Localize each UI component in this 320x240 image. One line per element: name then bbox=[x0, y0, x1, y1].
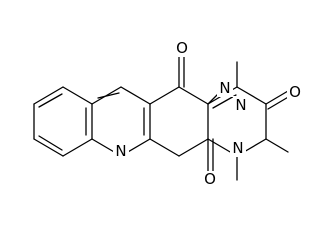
atom-label-n-top: N bbox=[219, 79, 230, 97]
bond-lines bbox=[33, 54, 291, 181]
atom-label-n-pyridine: N bbox=[115, 142, 126, 160]
atom-n-pyridine: N bbox=[113, 142, 129, 160]
atom-label-o-bottom: O bbox=[204, 170, 216, 188]
atom-label-o-right: O bbox=[289, 83, 301, 101]
atom-label-n-bottom: N bbox=[232, 139, 243, 157]
atom-n-bottom: N bbox=[230, 139, 246, 157]
atom-label-o-top: O bbox=[176, 39, 188, 57]
atom-n-top: N bbox=[217, 79, 233, 97]
atom-o-bottom: O bbox=[202, 170, 218, 188]
atom-o-right: O bbox=[287, 83, 303, 101]
molecule-structure: O N N O N N O bbox=[33, 39, 303, 188]
atom-o-top: O bbox=[174, 39, 190, 57]
atom-label-n-right: N bbox=[235, 96, 246, 114]
atom-n-right: N bbox=[233, 96, 249, 114]
